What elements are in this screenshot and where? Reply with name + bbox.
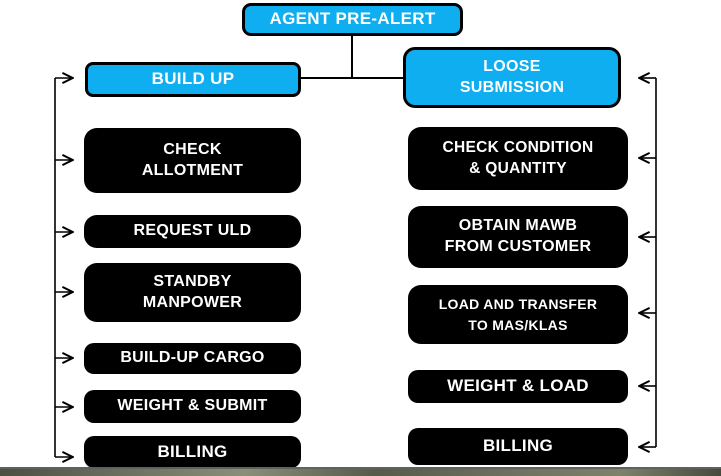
- node-agent-pre-alert: AGENT PRE-ALERT: [242, 3, 463, 36]
- node-request-uld: REQUEST ULD: [84, 215, 301, 248]
- node-build-up: BUILD UP: [85, 62, 301, 97]
- right-rail: [640, 78, 657, 447]
- node-billing-left: BILLING: [84, 436, 301, 468]
- node-weight-and-submit: WEIGHT & SUBMIT: [84, 390, 301, 423]
- node-standby-manpower: STANDBY MANPOWER: [84, 263, 301, 322]
- node-build-up-cargo: BUILD-UP CARGO: [84, 343, 301, 374]
- node-load-and-transfer-to-mas-klas: LOAD AND TRANSFER TO MAS/KLAS: [408, 285, 628, 344]
- left-rail: [54, 78, 72, 457]
- node-obtain-mawb-from-customer: OBTAIN MAWB FROM CUSTOMER: [408, 206, 628, 268]
- node-check-allotment: CHECK ALLOTMENT: [84, 128, 301, 193]
- node-billing-right: BILLING: [408, 428, 628, 465]
- bottom-edge-strip: [0, 467, 721, 476]
- node-loose-submission: LOOSE SUBMISSION: [403, 47, 621, 108]
- node-weight-and-load: WEIGHT & LOAD: [408, 370, 628, 403]
- node-check-condition-quantity: CHECK CONDITION & QUANTITY: [408, 127, 628, 190]
- title-branch-connector: [301, 35, 403, 79]
